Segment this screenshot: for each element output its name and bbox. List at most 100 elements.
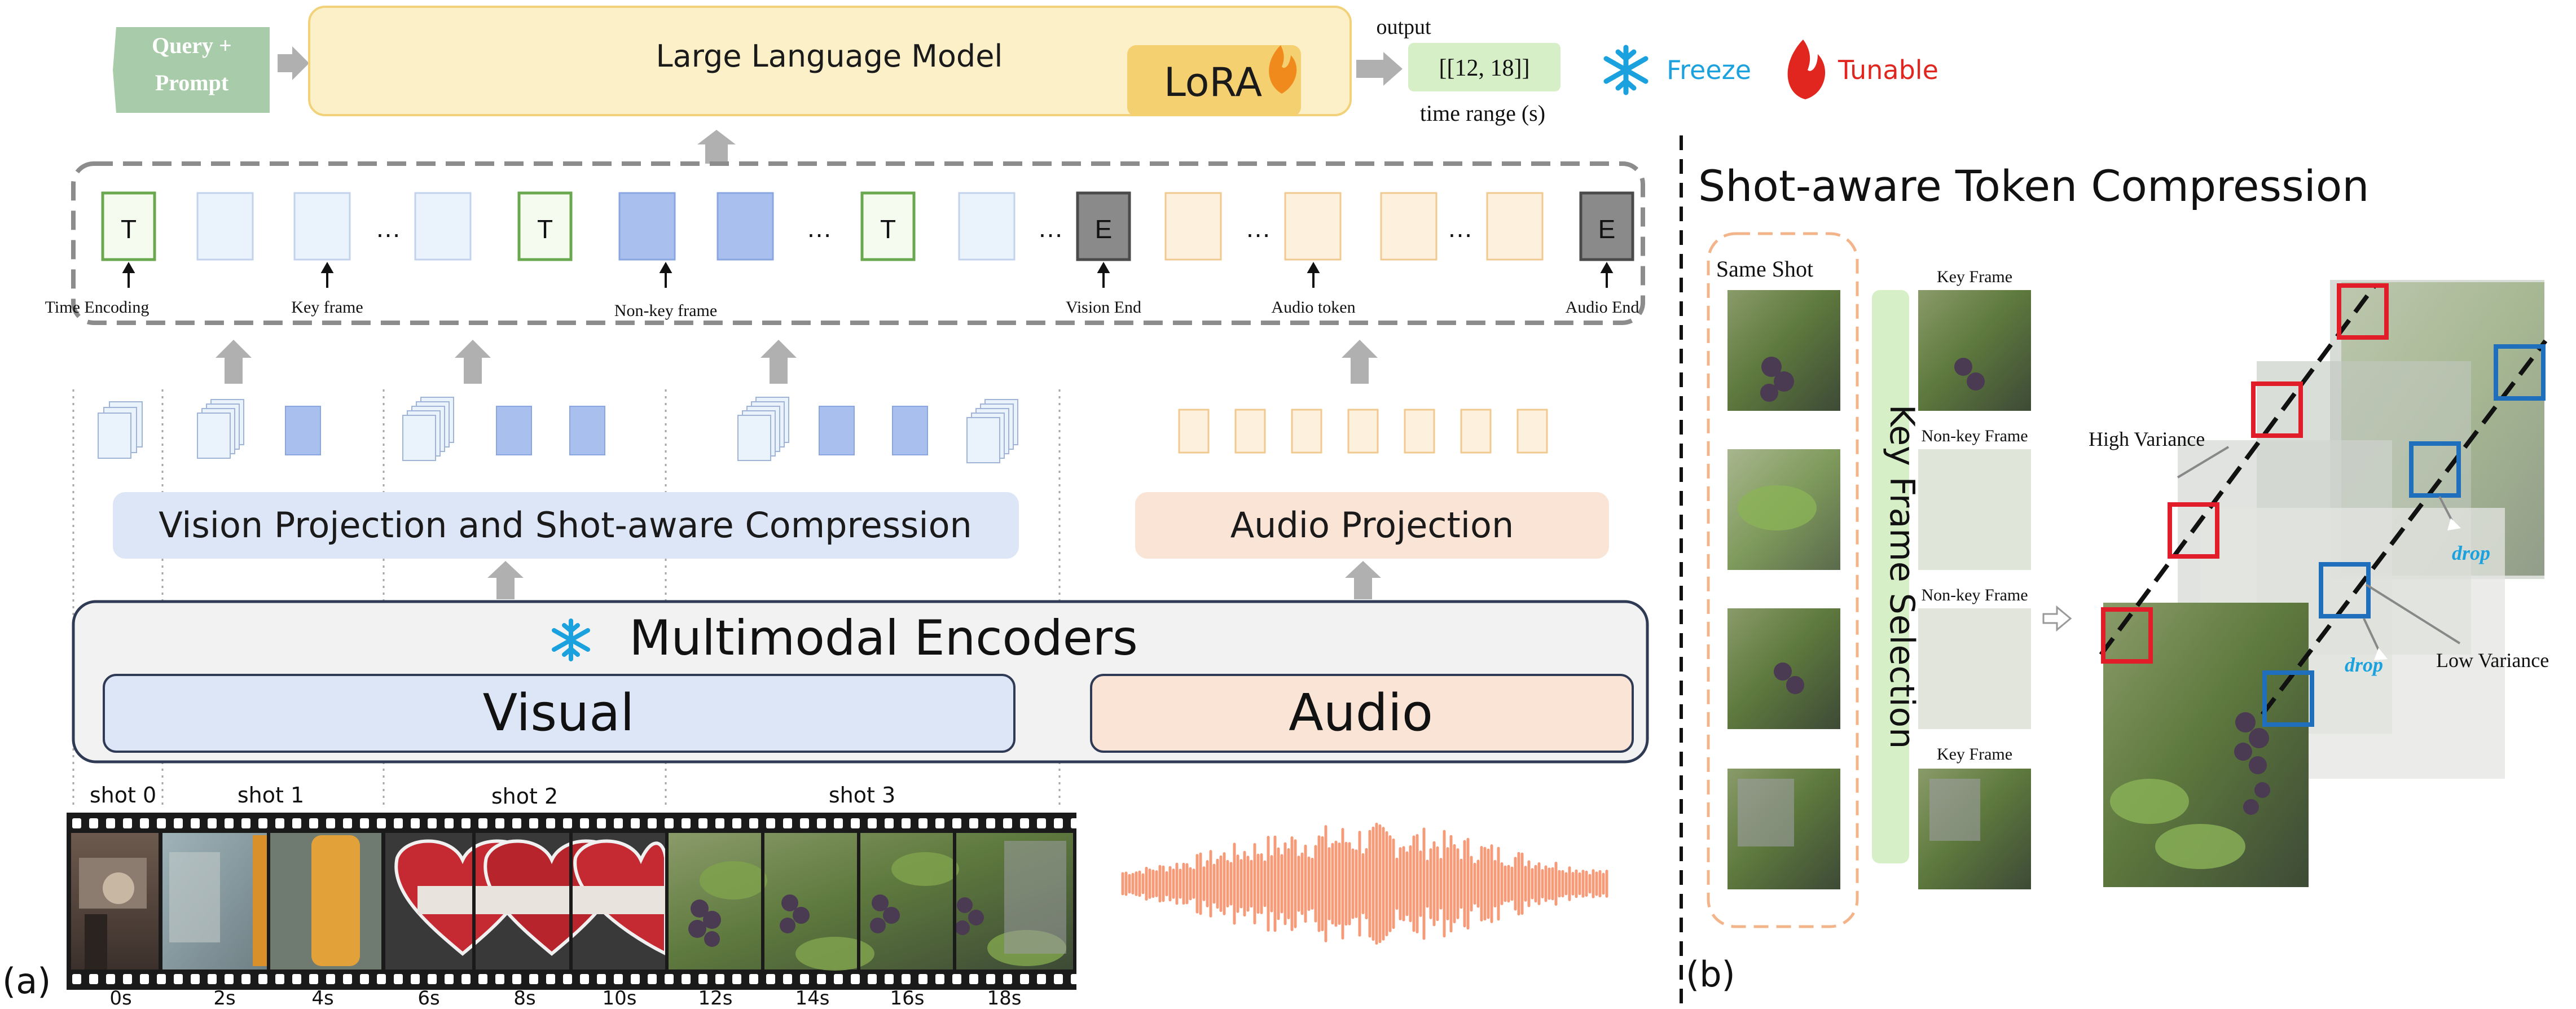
sprocket-hole [1071,818,1080,828]
sprocket-hole [732,974,741,984]
tunable-legend: Tunable [1787,40,1938,99]
sprocket-hole [461,974,471,984]
sprocket-hole [682,818,691,828]
film-strip [67,813,1080,990]
sprocket-hole [783,818,792,828]
sprocket-hole [343,818,352,828]
sprocket-hole [72,818,81,828]
sprocket-hole [715,818,724,828]
sprocket-hole [225,818,234,828]
lora-flame-icon [1269,45,1297,94]
sprocket-hole [631,818,640,828]
timestamp: 2s [213,987,235,1009]
sprocket-hole [834,818,843,828]
sprocket-hole [563,974,572,984]
key-frame-token [196,192,254,261]
audio-token [1284,192,1342,261]
sprocket-hole [800,818,809,828]
sprocket-hole [191,818,200,828]
sprocket-hole [343,974,352,984]
key-frame-token [293,192,351,261]
sprocket-hole [309,818,318,828]
arrow-llm-to-output [1356,52,1403,86]
time-token: T [101,191,156,261]
sprocket-hole [106,974,115,984]
timestamp: 14s [795,987,830,1009]
freeze-legend: Freeze [1603,45,1751,95]
ellipsis: … [1245,213,1271,243]
low-variance-label: Low Variance [2436,649,2549,672]
same-shot-frame [1727,449,1840,570]
sprocket-hole [817,818,826,828]
shot-label: shot 0 [90,783,156,808]
sprocket-hole [614,974,623,984]
timestamp: 8s [513,987,535,1009]
sprocket-hole [258,818,267,828]
sprocket-hole [123,974,132,984]
drop-label: drop [2452,542,2490,564]
sprocket-hole [665,974,674,984]
sprocket-hole [1003,818,1012,828]
audio-token-caption: Audio token [1271,298,1355,317]
tunable-label: Tunable [1838,55,1938,85]
key-frame-caption: Key frame [291,298,363,317]
sprocket-hole [766,818,775,828]
annotation-arrowheads [2374,518,2461,660]
film-frame-shot1 [162,833,381,969]
key-frame-token [958,192,1016,261]
audio-end-token: E [1579,191,1634,261]
audio-token [1486,192,1544,261]
panel-a-label: (a) [2,960,51,1002]
multimodal-encoders-label: Multimodal Encoders [629,610,1138,666]
sprocket-hole [140,974,149,984]
sprocket-hole [1003,974,1012,984]
sprocket-hole [428,818,437,828]
arrow-query-to-llm [278,46,309,80]
frame-stack [737,397,789,461]
sprocket-hole [140,818,149,828]
sprocket-hole [597,818,606,828]
sprocket-hole [1020,818,1029,828]
visual-label: Visual [483,683,635,743]
audio-projection-box: Audio Projection [1135,492,1609,559]
sprocket-hole [698,818,707,828]
lora-label: LoRA [1164,59,1262,106]
sprocket-hole [665,818,674,828]
sprocket-hole [191,974,200,984]
sprocket-hole [546,818,555,828]
audio-end-caption: Audio End [1566,298,1639,317]
sprocket-hole [952,818,961,828]
time-encoding-caption: Time Encoding [45,298,150,317]
sprocket-hole [834,974,843,984]
sprocket-hole [732,818,741,828]
sprocket-hole [275,974,284,984]
freeze-label: Freeze [1667,55,1751,85]
frame-label: Key Frame [1937,745,2012,764]
audio-waveform [1121,822,1608,945]
sprocket-hole [648,818,657,828]
output-label: output [1376,15,1431,39]
audio-label: Audio [1289,683,1433,743]
sprocket-hole [580,818,589,828]
sprocket-hole [631,974,640,984]
sprocket-hole [529,974,538,984]
film-frame-shot0 [71,833,160,969]
sprocket-hole [800,974,809,984]
high-variance-boxes [2101,283,2389,664]
film-frame-shot2 [384,833,667,969]
sprocket-hole [715,974,724,984]
sprocket-hole [411,974,420,984]
query-prompt-box: Query + Prompt [113,27,270,113]
sprocket-hole [918,974,927,984]
token-row: T … T … T … E … … E [101,191,1634,261]
timestamp: 4s [311,987,333,1009]
query-prompt-text-1: Query + [152,33,232,58]
timestamp: 16s [890,987,925,1009]
non-key-frame-token [716,192,774,261]
sprocket-hole [918,818,927,828]
token-captions: Time Encoding Key frame Non-key frame Vi… [45,298,1639,320]
shot-separators [72,389,1061,808]
up-arrows-lower [487,561,1381,599]
sprocket-hole [749,974,758,984]
shot-label: shot 1 [238,783,304,808]
